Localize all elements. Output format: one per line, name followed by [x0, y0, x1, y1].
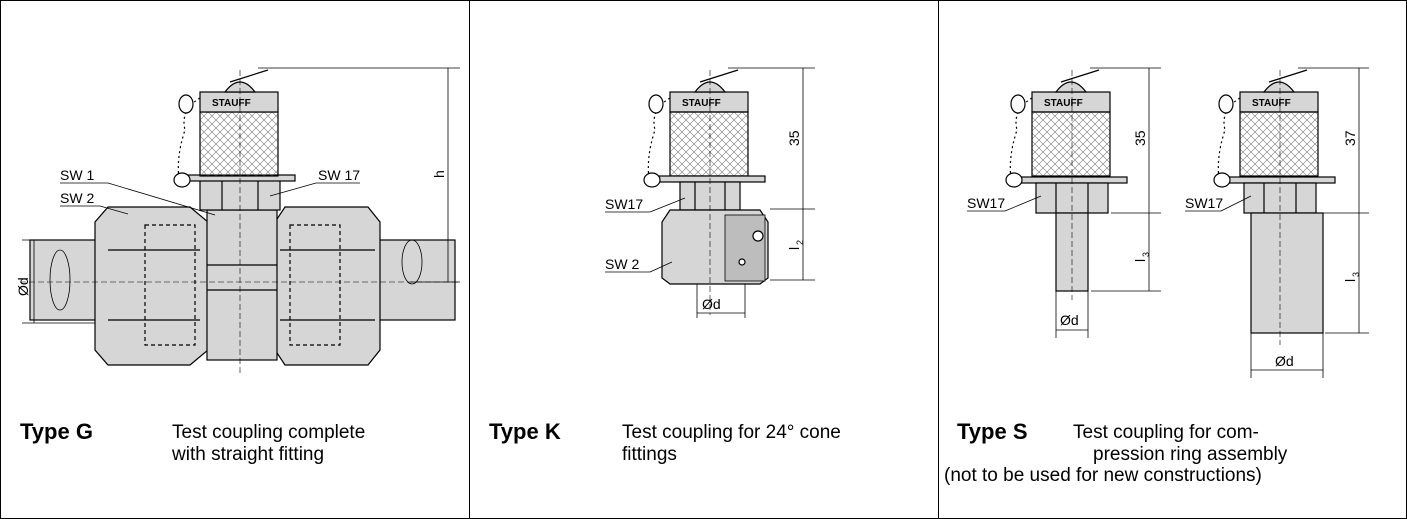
caption-desc-s-line1: Test coupling for com-: [1073, 422, 1259, 443]
fitting-body: [206, 209, 278, 361]
dimension-35: 35: [1132, 130, 1148, 146]
caption-type-s: Type S: [957, 419, 1028, 444]
label-diameter-d: Ød: [15, 277, 31, 296]
caption-desc-k-line1: Test coupling for 24° cone: [622, 422, 841, 443]
right-nut: [274, 206, 381, 366]
label-diameter-d-right: Ød: [1275, 353, 1294, 369]
brand-label-left: STAUFF: [1044, 98, 1083, 109]
label-l3-left: l: [1132, 259, 1148, 262]
caption-type-k: Type K: [489, 419, 561, 444]
label-sw17: SW 17: [318, 167, 360, 183]
caption-desc-s: Test coupling for com- pression ring ass…: [1073, 422, 1287, 466]
label-l2-sub: 2: [795, 240, 805, 245]
panel-divider-2: [938, 0, 939, 519]
caption-desc-k-line2: fittings: [622, 444, 677, 465]
knurled-cap: [199, 111, 279, 177]
label-h: h: [431, 170, 447, 178]
label-sw2: SW 2: [605, 256, 639, 272]
knurled-cap: [669, 111, 749, 177]
panel-divider-1: [469, 0, 470, 519]
brand-label: STAUFF: [682, 98, 721, 109]
dimension-35: 35: [786, 130, 802, 146]
panel-type-k-drawing: STAUFF SW17 SW 2 35 l 2 Ød: [470, 0, 938, 395]
left-nut: [94, 206, 209, 366]
brand-label-right: STAUFF: [1252, 98, 1291, 109]
caption-desc-k: Test coupling for 24° cone fittings: [622, 422, 841, 466]
dimension-37: 37: [1342, 130, 1358, 146]
label-diameter-d: Ød: [702, 296, 721, 312]
panel-type-g-drawing: STAUFF SW 1 SW 2 SW 17 h Ød: [0, 0, 469, 395]
label-l3-right: l: [1342, 279, 1358, 282]
caption-type-g: Type G: [20, 419, 93, 444]
label-l3-left-sub: 3: [1141, 252, 1151, 257]
label-sw17-right: SW17: [1185, 195, 1223, 211]
caption-desc-g: Test coupling complete with straight fit…: [172, 422, 365, 466]
label-diameter-d-left: Ød: [1060, 312, 1079, 328]
panel-type-s-drawing: STAUFF STAUFF SW17 35 l 3 Ød SW17 37 l 3…: [939, 0, 1407, 395]
caption-desc-g-line2: with straight fitting: [172, 444, 325, 465]
label-sw17-left: SW17: [967, 195, 1005, 211]
brand-label: STAUFF: [212, 98, 251, 109]
label-l2: l: [786, 247, 802, 250]
label-sw17: SW17: [605, 196, 643, 212]
label-sw2: SW 2: [60, 190, 94, 206]
caption-note-s: (not to be used for new constructions): [944, 465, 1262, 486]
knurled-cap-left: [1031, 111, 1111, 177]
label-sw1: SW 1: [60, 167, 94, 183]
knurled-cap-right: [1239, 111, 1319, 177]
caption-desc-g-line1: Test coupling complete: [172, 422, 366, 443]
label-l3-right-sub: 3: [1351, 272, 1361, 277]
caption-desc-s-line2: pression ring assembly: [1093, 444, 1288, 465]
tube-large: [1250, 212, 1324, 334]
